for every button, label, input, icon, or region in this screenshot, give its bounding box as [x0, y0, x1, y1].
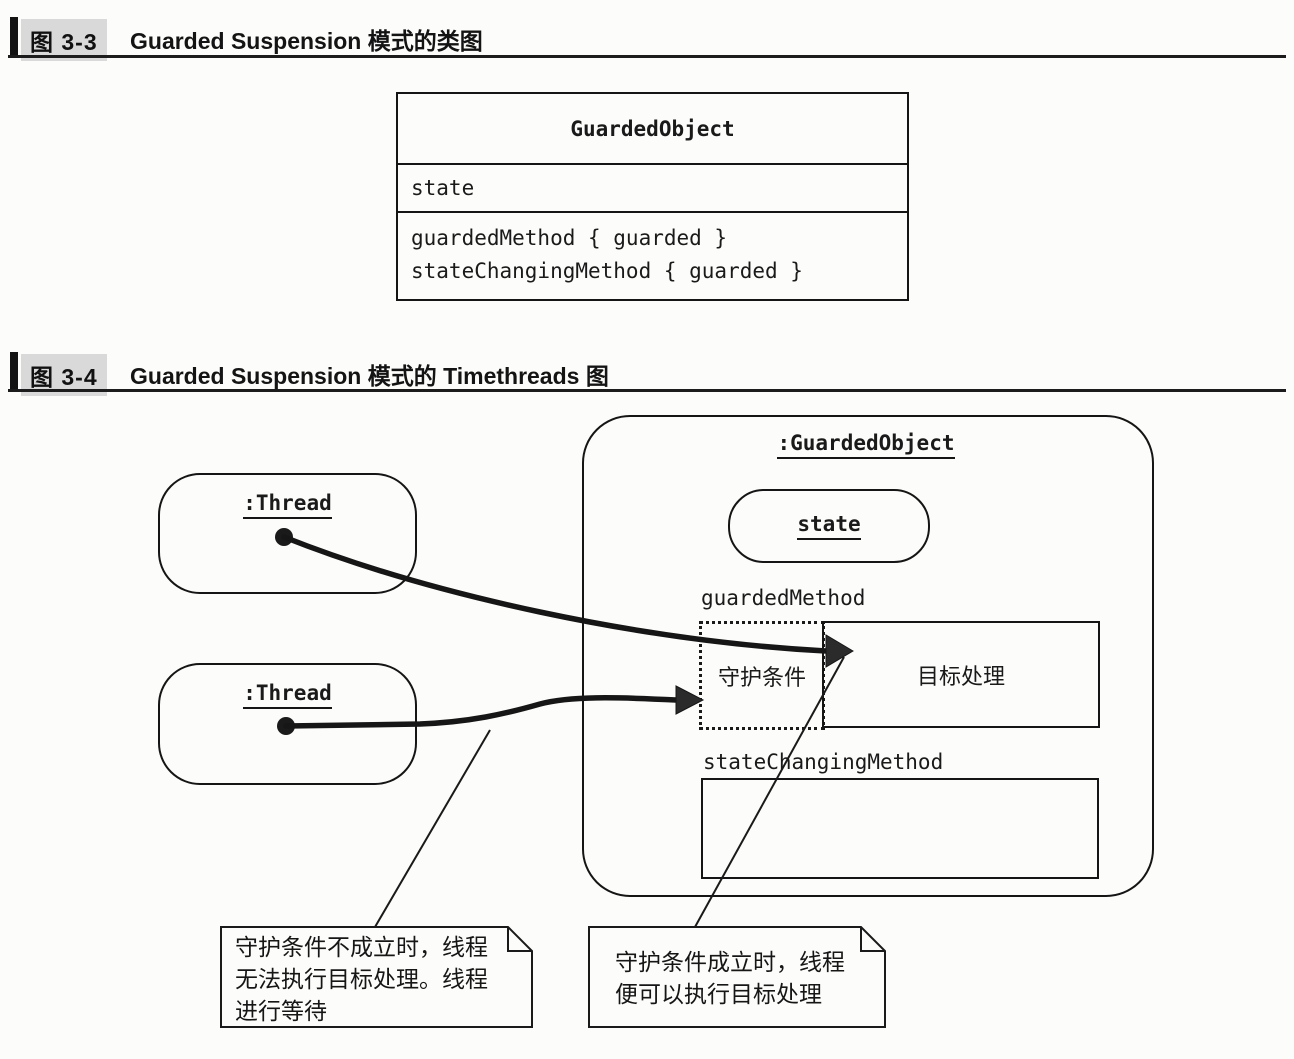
- note-right-line-2: 便可以执行目标处理: [615, 981, 822, 1007]
- guarded-object-box: [582, 415, 1154, 897]
- thread-2-label: :Thread: [243, 681, 332, 709]
- note-left-text: 守护条件不成立时，线程 无法执行目标处理。线程 进行等待: [235, 931, 488, 1027]
- state-changing-method-label: stateChangingMethod: [703, 750, 944, 774]
- note-left-line-3: 进行等待: [235, 998, 327, 1024]
- state-label: state: [797, 512, 861, 540]
- target-processing-box: 目标处理: [822, 621, 1100, 728]
- uml-attribute-state: state: [398, 165, 907, 213]
- uml-methods-section: guardedMethod { guarded } stateChangingM…: [398, 213, 907, 288]
- state-changing-method-box: [701, 778, 1099, 879]
- guarded-method-label: guardedMethod: [701, 586, 866, 610]
- caption-rule-33: [8, 55, 1286, 58]
- state-pill: state: [728, 489, 930, 563]
- uml-class-name: GuardedObject: [398, 94, 907, 165]
- figure-label-badge-33: 图 3-3: [21, 19, 107, 61]
- guard-condition-label: 守护条件: [717, 664, 806, 690]
- note-right-outline-icon: [588, 926, 886, 1028]
- uml-method-state-changing: stateChangingMethod { guarded }: [411, 259, 803, 283]
- caption-bar-33: [10, 17, 18, 55]
- figure-title-33: Guarded Suspension 模式的类图: [130, 28, 483, 54]
- figure-title-34: Guarded Suspension 模式的 Timethreads 图: [130, 363, 609, 389]
- uml-class-box: GuardedObject state guardedMethod { guar…: [396, 92, 909, 301]
- thread-1-label-wrap: :Thread: [160, 475, 415, 519]
- note-right-text: 守护条件成立时，线程 便可以执行目标处理: [615, 946, 845, 1010]
- thread-box-1: :Thread: [158, 473, 417, 594]
- thread-2-label-wrap: :Thread: [160, 665, 415, 709]
- note-left-line-2: 无法执行目标处理。线程: [235, 966, 488, 992]
- guarded-object-title-wrap: :GuardedObject: [582, 431, 1150, 459]
- thread-1-label: :Thread: [243, 491, 332, 519]
- guarded-object-title: :GuardedObject: [777, 431, 955, 459]
- note-right-line-1: 守护条件成立时，线程: [615, 949, 845, 975]
- thread-box-2: :Thread: [158, 663, 417, 785]
- uml-method-guarded: guardedMethod { guarded }: [411, 226, 728, 250]
- note-right: 守护条件成立时，线程 便可以执行目标处理: [588, 926, 886, 1028]
- target-processing-label: 目标处理: [916, 663, 1005, 689]
- caption-rule-34: [8, 389, 1286, 392]
- caption-bar-34: [10, 352, 18, 390]
- note-left: 守护条件不成立时，线程 无法执行目标处理。线程 进行等待: [220, 926, 533, 1028]
- guard-condition-box: 守护条件: [699, 621, 825, 730]
- note-left-outline-icon: [220, 926, 533, 1028]
- note-left-line-1: 守护条件不成立时，线程: [235, 934, 488, 960]
